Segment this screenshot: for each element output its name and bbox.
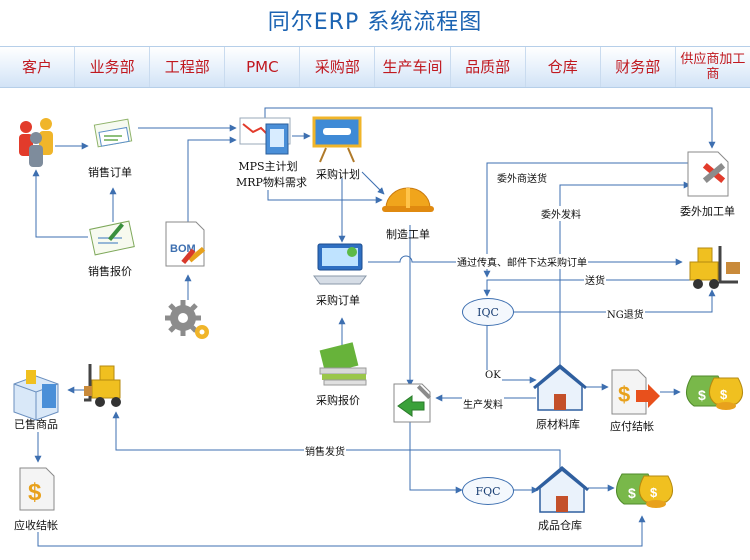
svg-text:$: $ (650, 485, 658, 500)
mps-line2: MRP物料需求 (236, 176, 307, 189)
svg-text:$: $ (618, 382, 630, 407)
customer-group-icon (19, 118, 53, 167)
edge-ng-return: NG退货 (606, 306, 645, 321)
mps-label: MPS主计划 MRP物料需求 (236, 158, 307, 190)
dept-engineering: 工程部 (150, 47, 226, 87)
bom-document-icon: BOM (165, 221, 206, 267)
edge-outsource-delivery: 委外商送货 (496, 170, 548, 185)
sold-goods-label: 已售商品 (14, 418, 58, 431)
sales-forklift-icon (84, 364, 121, 407)
dept-finance: 财务部 (601, 47, 676, 87)
dept-sales: 业务部 (75, 47, 151, 87)
finished-warehouse-icon (535, 466, 589, 513)
edge-delivery: 送货 (584, 272, 606, 287)
dept-customer: 客户 (0, 47, 76, 87)
document-icon (93, 118, 133, 148)
dept-supplier: 供应商加工商 (680, 52, 746, 82)
issue-tools-icon (393, 383, 432, 423)
department-bar: 客户 业务部 工程部 PMC 采购部 生产车间 品质部 仓库 财务部 供应商加工… (0, 46, 750, 88)
edge-sales-shipping: 销售发货 (304, 443, 346, 458)
dept-production: 生产车间 (375, 47, 451, 87)
finished-store-label: 成品仓库 (538, 519, 582, 532)
sales-order-label: 销售订单 (88, 166, 132, 179)
edge-production-issue: 生产发料 (462, 396, 504, 411)
purchase-quote-label: 采购报价 (316, 394, 360, 407)
fqc-node: FQC (462, 477, 514, 505)
work-order-label: 制造工单 (386, 228, 430, 241)
dept-quality: 品质部 (451, 47, 526, 87)
receivable-document-icon: $ (19, 467, 55, 511)
tools-icon (687, 151, 729, 197)
hardhat-icon (382, 187, 434, 212)
dept-pmc: PMC (225, 47, 301, 87)
outsource-label: 委外加工单 (680, 205, 735, 218)
iqc-node: IQC (462, 298, 514, 326)
purchase-plan-label: 采购计划 (316, 168, 360, 181)
sales-quote-label: 销售报价 (88, 265, 132, 278)
box-icon (13, 370, 59, 421)
edge-outsource-issue: 委外发料 (540, 206, 582, 221)
cash-icon: $ $ (616, 473, 673, 508)
gear-icon (165, 300, 209, 339)
svg-text:$: $ (698, 387, 706, 403)
receivable-label: 应收结帐 (14, 519, 58, 532)
payable-document-icon: $ (611, 369, 660, 415)
edge-send-po: 通过传真、邮件下达采购订单 (456, 254, 588, 269)
dept-warehouse: 仓库 (526, 47, 601, 87)
payable-label: 应付结帐 (610, 420, 654, 433)
presentation-icon (312, 116, 362, 163)
warehouse-icon (533, 364, 587, 411)
books-icon (319, 342, 367, 386)
svg-text:$: $ (720, 387, 728, 402)
quote-document-icon (89, 220, 135, 256)
mps-line1: MPS主计划 (238, 160, 298, 173)
edge-ok: OK (484, 370, 502, 381)
raw-store-label: 原材料库 (536, 418, 580, 431)
computer-icon (313, 243, 367, 285)
chart-icon (239, 117, 291, 155)
diagram-title: 同尔ERP 系统流程图 (267, 10, 483, 35)
purchase-order-label: 采购订单 (316, 294, 360, 307)
dept-purchasing: 采购部 (300, 47, 376, 87)
svg-text:$: $ (628, 485, 636, 501)
money-bag-icon: $ $ (686, 375, 743, 410)
forklift-icon (689, 246, 740, 289)
svg-text:$: $ (28, 479, 42, 506)
